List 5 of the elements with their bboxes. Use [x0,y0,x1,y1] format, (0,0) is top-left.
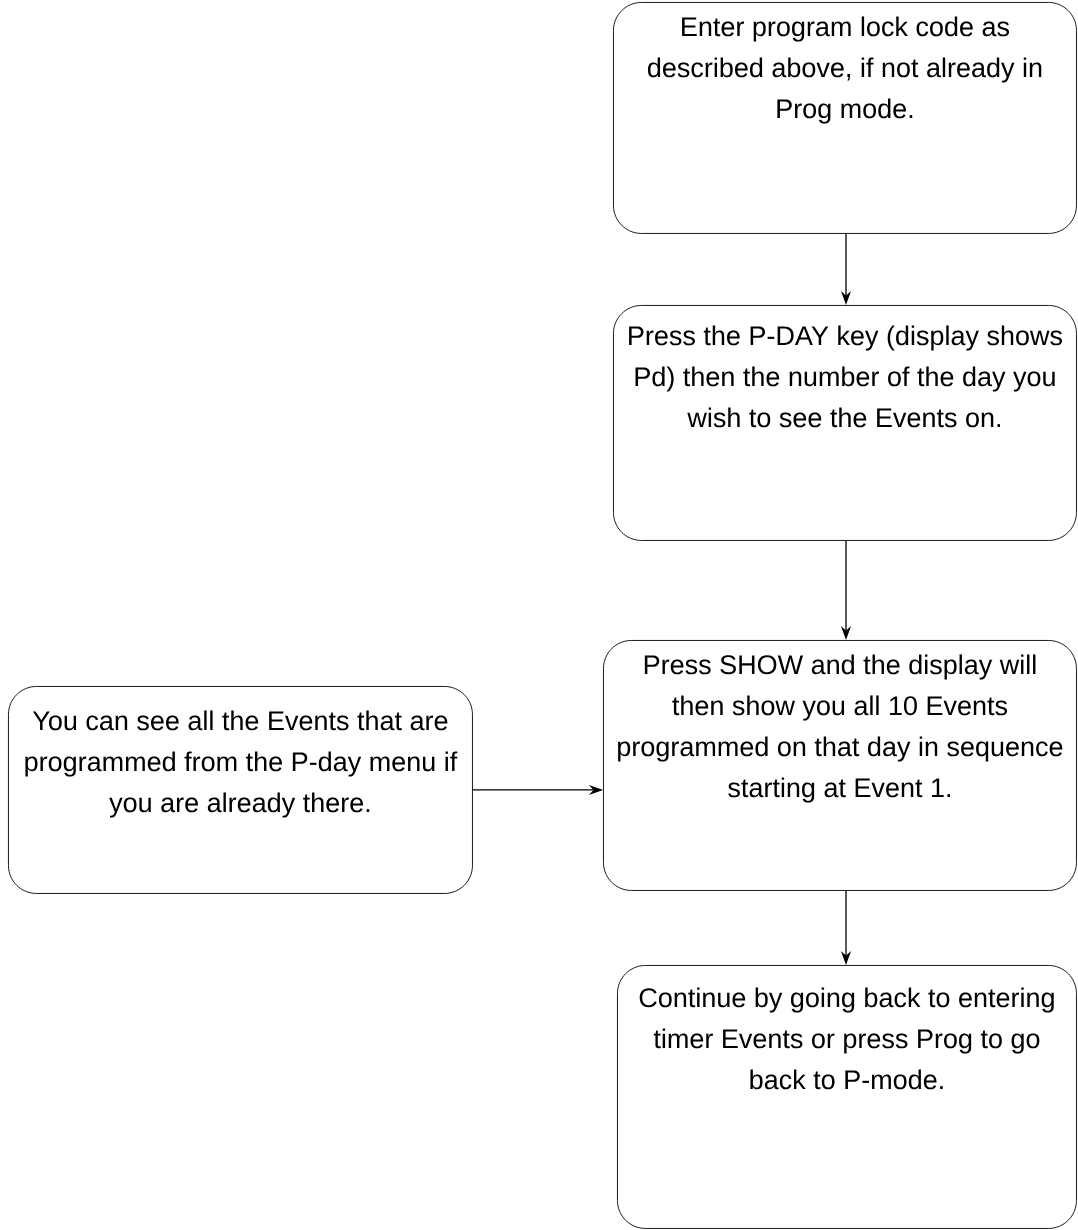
process-box: Press the P-DAY key (display shows Pd) then the number of the day you wish to see the Events on. [613,305,1077,541]
process-box: Enter program lock code as described above, if not already in Prog mode. [613,2,1077,234]
process-box: Continue by going back to entering timer Events or press Prog to go back to P-mode. [617,965,1077,1229]
process-box: You can see all the Events that are programmed from the P-day menu if you are already there. [8,686,473,894]
process-box: Press SHOW and the display will then show you all 10 Events programmed on that day in sequence starting at Event 1. [603,640,1077,891]
